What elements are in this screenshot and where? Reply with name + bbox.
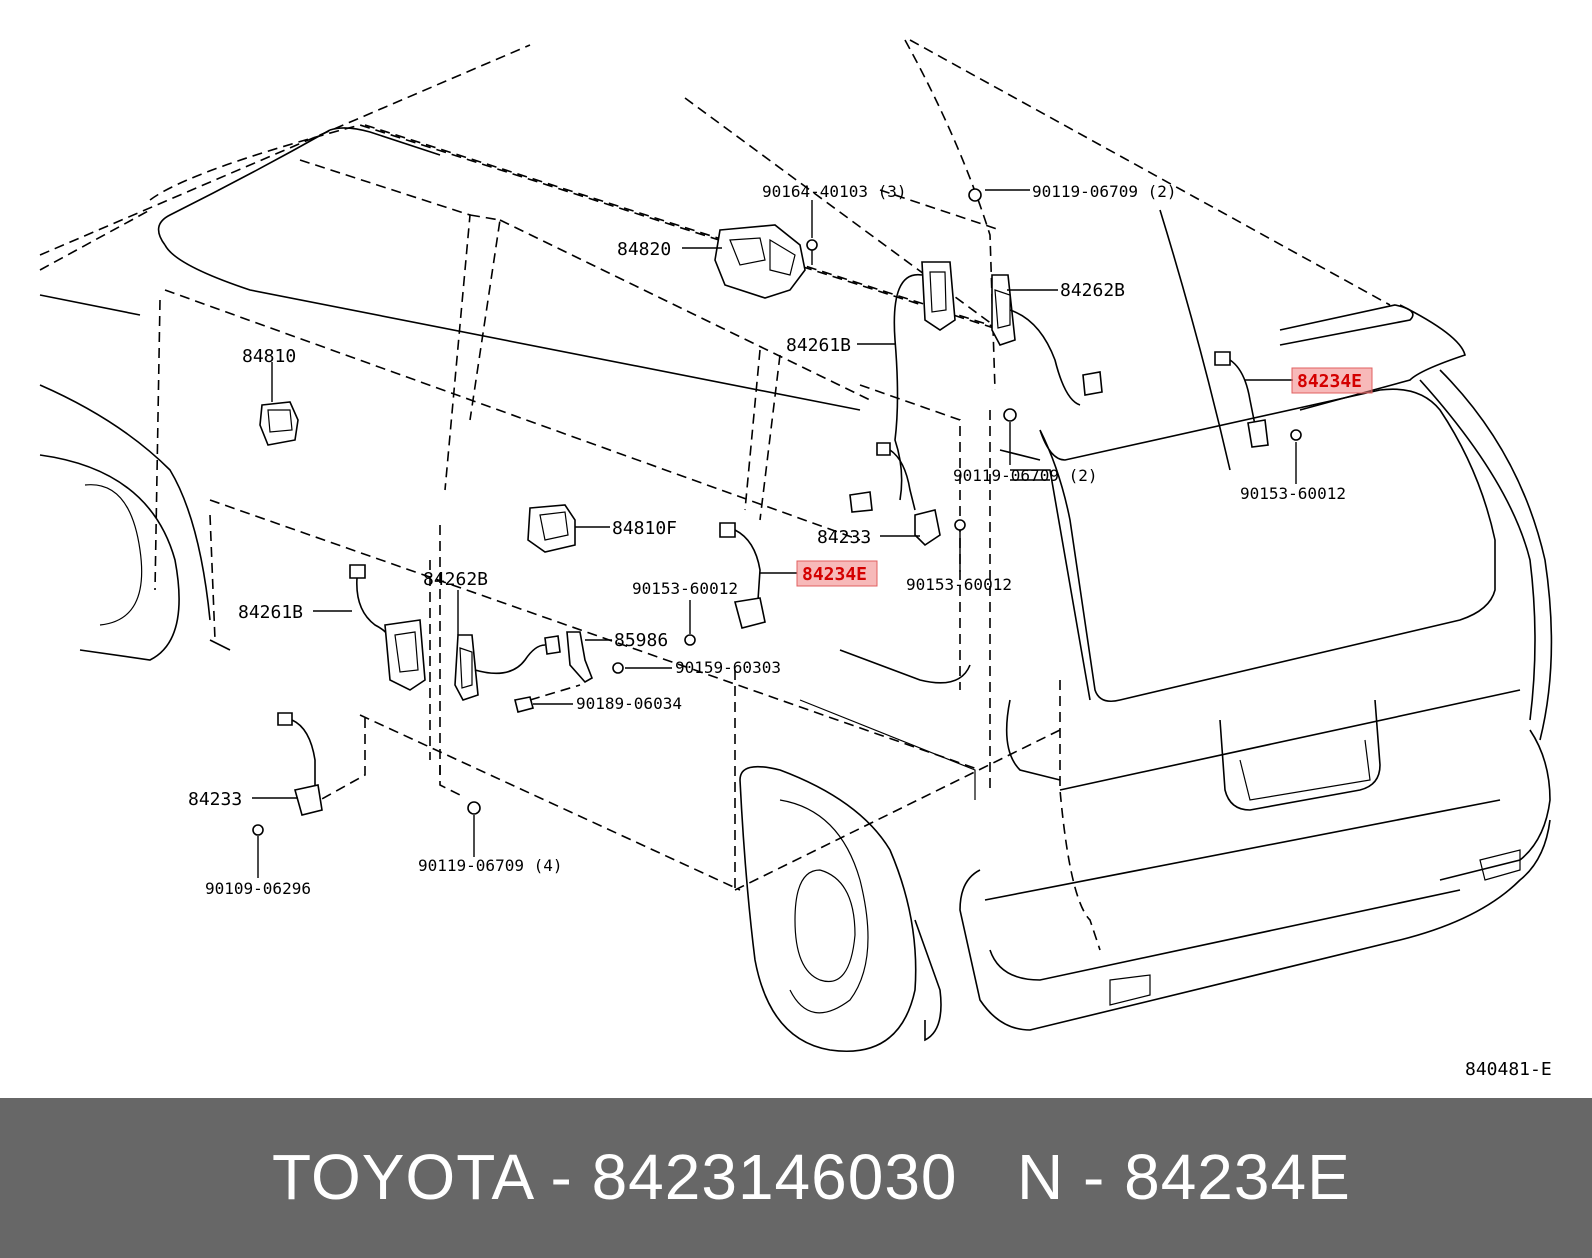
footer-part-number: TOYOTA - 8423146030 <box>272 1141 958 1213</box>
callout-labels: 90164-40103 (3) 90119-06709 (2) 84820 84… <box>188 182 1552 1080</box>
highlight-box-upper <box>1291 367 1373 394</box>
label-84262b-lower: 84262B <box>423 569 488 590</box>
part-84234e-center <box>684 522 766 646</box>
part-84233-lower <box>252 188 1017 836</box>
label-90189-06034: 90189-06034 <box>576 694 682 713</box>
label-84261b-upper: 84261B <box>786 335 851 356</box>
label-84810: 84810 <box>242 346 296 367</box>
label-84820: 84820 <box>617 239 671 260</box>
label-90164-40103: 90164-40103 (3) <box>762 182 907 201</box>
parts-diagram: 90164-40103 (3) 90119-06709 (2) 84820 84… <box>39 39 1553 1080</box>
label-84233-lower: 84233 <box>188 789 242 810</box>
part-84810f <box>527 504 576 553</box>
part-84820 <box>714 224 818 299</box>
label-84234e-upper: 84234E <box>1297 371 1362 392</box>
part-84234e-upper <box>1214 351 1302 448</box>
part-84261b-lower <box>349 564 426 691</box>
footer-bar: TOYOTA - 8423146030 N - 84234E <box>0 1098 1592 1258</box>
diagram-code: 840481-E <box>1465 1059 1552 1080</box>
vehicle-drawing: 90164-40103 (3) 90119-06709 (2) 84820 84… <box>39 39 1553 1080</box>
label-84262b-upper: 84262B <box>1060 280 1125 301</box>
label-90153-60012-right: 90153-60012 <box>1240 484 1346 503</box>
vehicle-outline <box>39 39 1553 1052</box>
label-85986: 85986 <box>614 630 668 651</box>
part-85986 <box>514 631 624 713</box>
footer-diagram-ref: N - 84234E <box>1017 1141 1351 1213</box>
highlight-box-center <box>796 560 878 587</box>
label-84810f: 84810F <box>612 518 677 539</box>
label-90153-60012-mid: 90153-60012 <box>906 575 1012 594</box>
part-84262b-lower <box>454 634 561 701</box>
label-90153-60012-center: 90153-60012 <box>632 579 738 598</box>
part-84262b-upper <box>991 274 1103 406</box>
label-90119-06709-mid: 90119-06709 (2) <box>953 466 1098 485</box>
label-90159-60303: 90159-60303 <box>675 658 781 677</box>
part-84233-upper <box>914 509 966 547</box>
label-84261b-lower: 84261B <box>238 602 303 623</box>
label-90119-06709-lower: 90119-06709 (4) <box>418 856 563 875</box>
leader-lines <box>252 189 1297 878</box>
part-84261b-upper <box>849 261 956 513</box>
part-84810 <box>259 401 299 446</box>
label-90119-06709-top: 90119-06709 (2) <box>1032 182 1177 201</box>
label-84233-upper: 84233 <box>817 527 871 548</box>
parts <box>252 188 1302 836</box>
label-90109-06296: 90109-06296 <box>205 879 311 898</box>
label-84234e-center: 84234E <box>802 564 867 585</box>
